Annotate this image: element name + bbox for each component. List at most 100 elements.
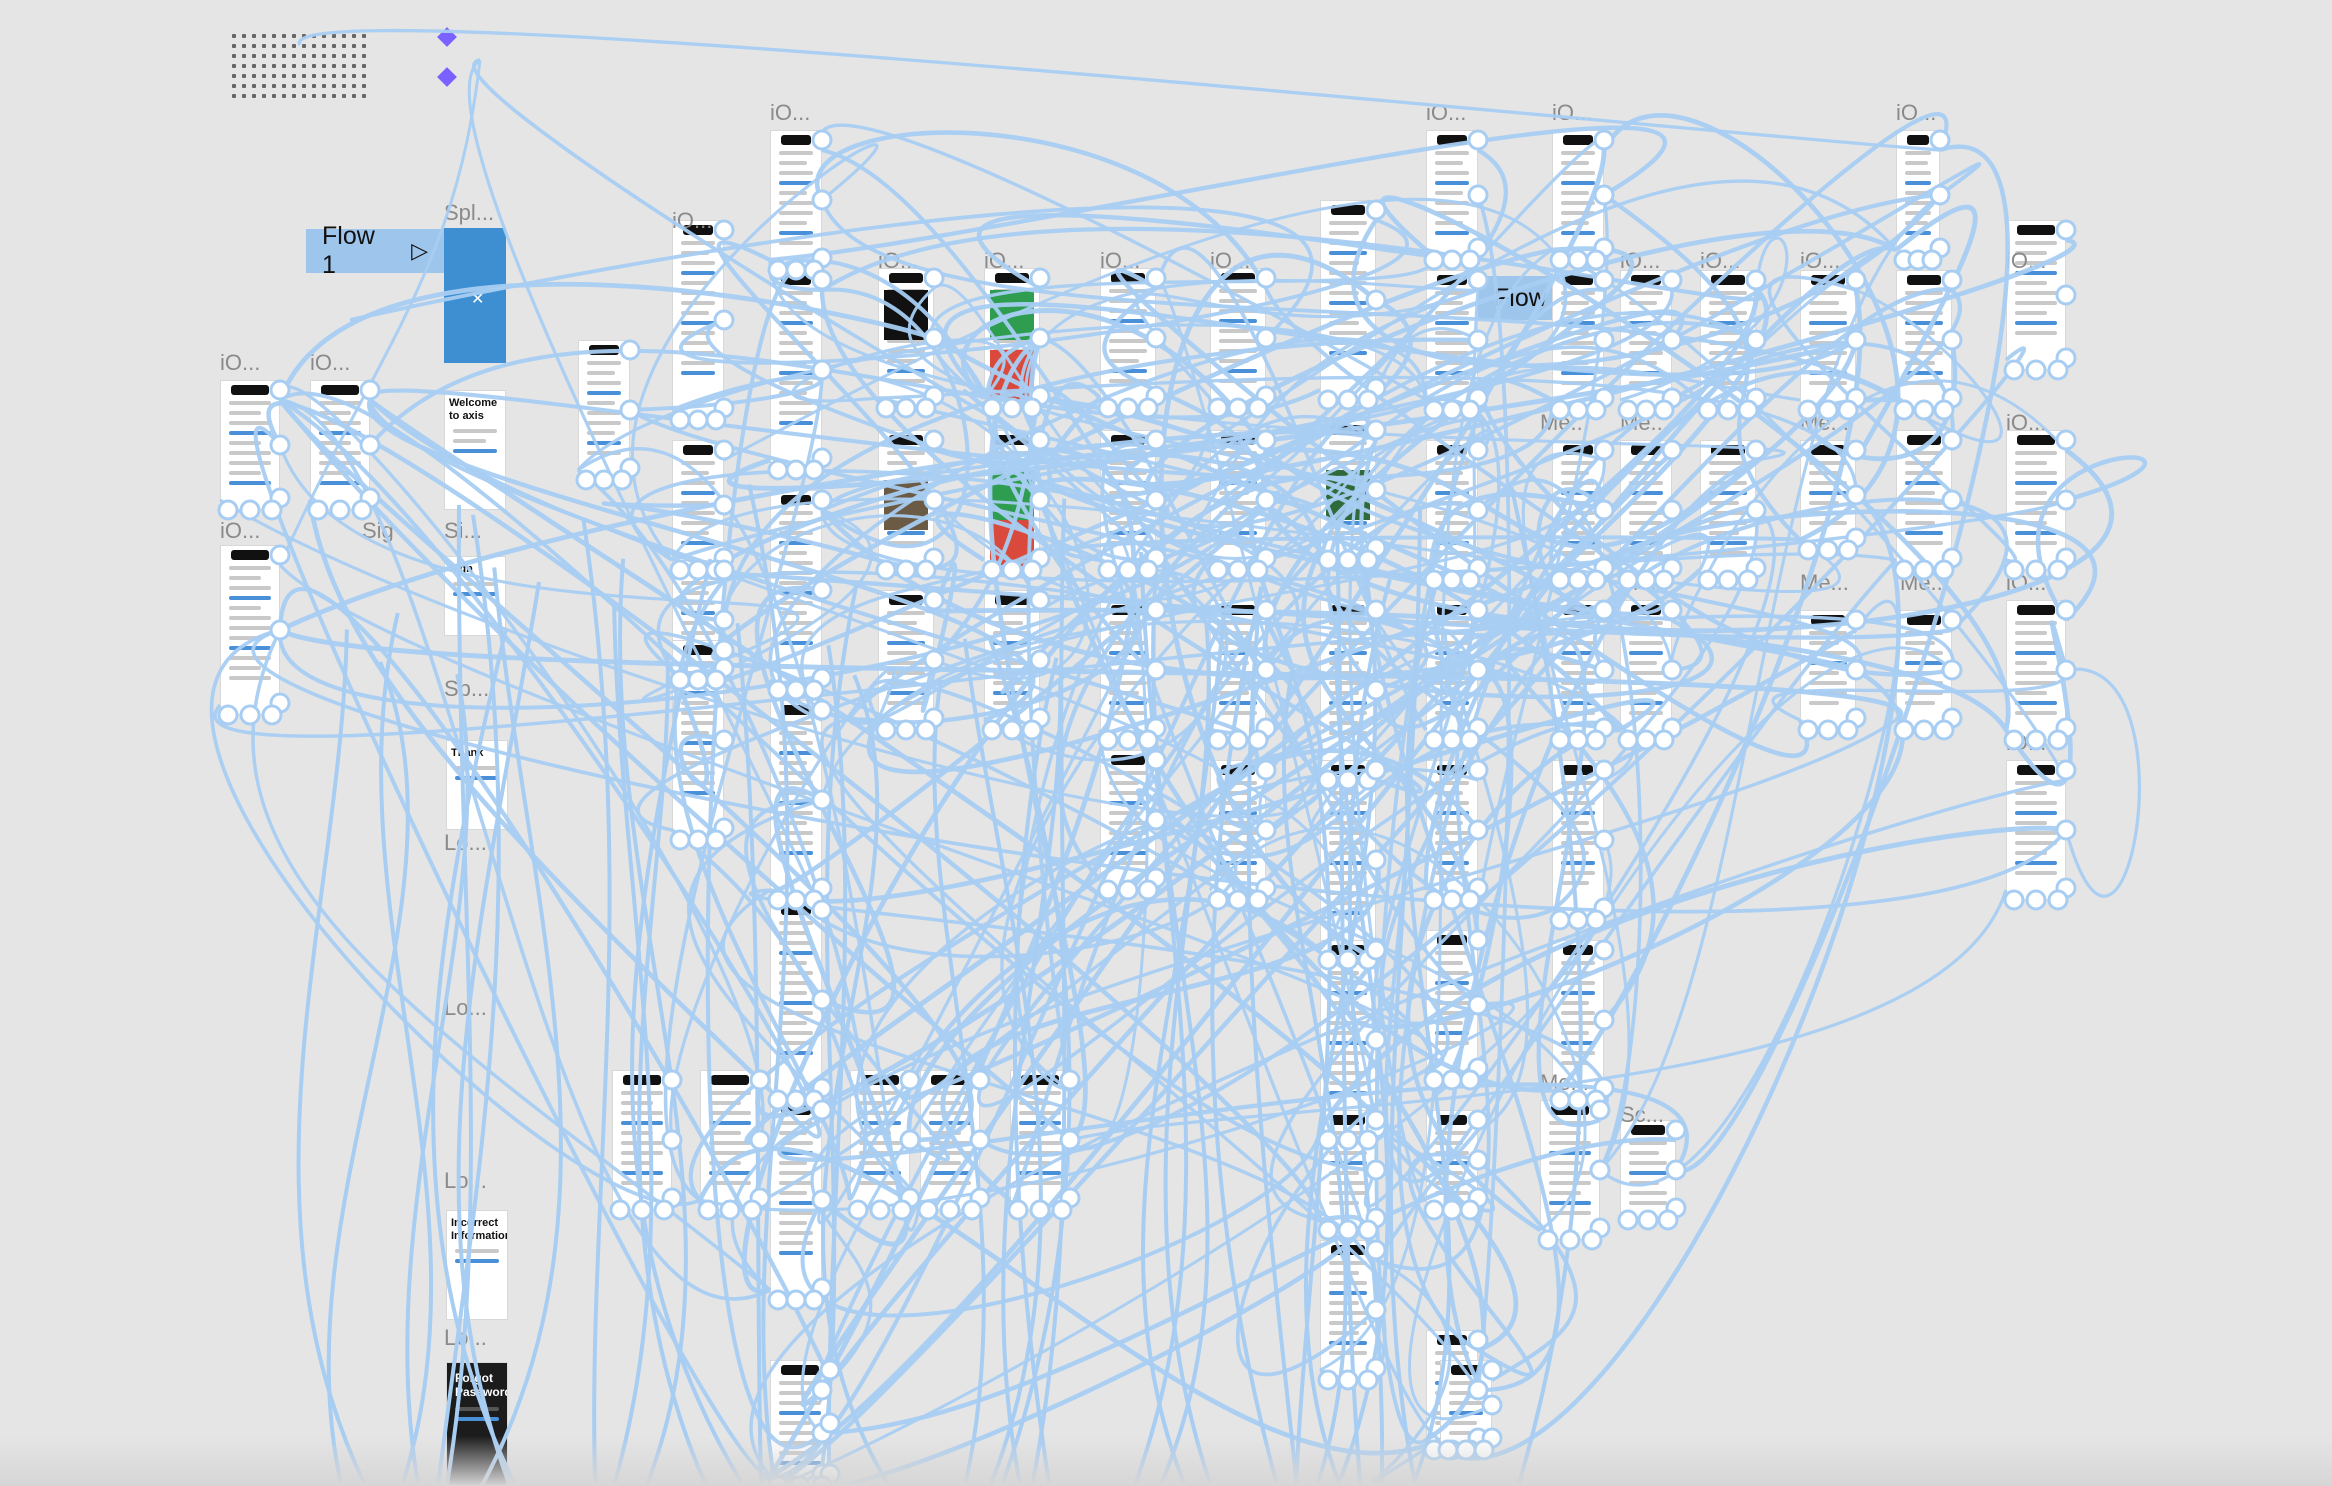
connector-line[interactable] [962, 638, 1043, 1486]
connector-line[interactable] [1028, 337, 1553, 1093]
connection-handle[interactable] [269, 434, 291, 456]
connection-handle[interactable] [981, 719, 1003, 741]
connection-handle[interactable] [1589, 1099, 1611, 1121]
connection-handle[interactable] [1137, 879, 1159, 901]
connection-handle[interactable] [1317, 1369, 1339, 1391]
connection-handle[interactable] [705, 409, 727, 431]
connection-handle[interactable] [217, 499, 239, 521]
connection-handle[interactable] [891, 1199, 913, 1221]
connection-handle[interactable] [1097, 729, 1119, 751]
connection-handle[interactable] [1255, 599, 1277, 621]
connection-handle[interactable] [1567, 1089, 1589, 1111]
connection-handle[interactable] [1593, 129, 1615, 151]
connection-handle[interactable] [1051, 1199, 1073, 1221]
connection-handle[interactable] [1665, 1119, 1687, 1141]
connection-handle[interactable] [969, 1069, 991, 1091]
connection-handle[interactable] [1207, 397, 1229, 419]
connection-handle[interactable] [785, 259, 807, 281]
connector-line[interactable] [1407, 1152, 1534, 1377]
connection-handle[interactable] [1459, 1069, 1481, 1091]
connection-handle[interactable] [1661, 659, 1683, 681]
frame-label[interactable]: Sp... [444, 676, 490, 701]
connection-handle[interactable] [593, 469, 615, 491]
connection-handle[interactable] [803, 1289, 825, 1311]
connection-handle[interactable] [1845, 609, 1867, 631]
connection-handle[interactable] [1117, 729, 1139, 751]
connection-handle[interactable] [1837, 719, 1859, 741]
connection-handle[interactable] [1227, 397, 1249, 419]
connector-line[interactable] [1013, 657, 1059, 1486]
connection-handle[interactable] [1617, 399, 1639, 421]
connector-line[interactable] [820, 717, 1480, 1391]
connection-handle[interactable] [2055, 659, 2077, 681]
connector-line[interactable] [278, 627, 1903, 723]
connector-line[interactable] [987, 636, 1072, 1486]
connection-handle[interactable] [359, 434, 381, 456]
connector-line[interactable] [1263, 448, 2114, 634]
connection-handle[interactable] [1467, 929, 1489, 951]
connection-handle[interactable] [2055, 429, 2077, 451]
connection-handle[interactable] [1317, 1219, 1339, 1241]
connection-handle[interactable] [1661, 439, 1683, 461]
connection-handle[interactable] [1617, 729, 1639, 751]
connection-handle[interactable] [1549, 569, 1571, 591]
connection-handle[interactable] [1737, 569, 1759, 591]
connector-line[interactable] [1246, 587, 1299, 1486]
connector-line[interactable] [960, 308, 1269, 452]
connection-handle[interactable] [1617, 569, 1639, 591]
connector-line[interactable] [669, 667, 896, 1141]
connector-line[interactable] [1619, 236, 1789, 402]
connection-handle[interactable] [1459, 569, 1481, 591]
connection-handle[interactable] [915, 559, 937, 581]
connection-handle[interactable] [1717, 399, 1739, 421]
connection-handle[interactable] [1021, 719, 1043, 741]
connection-handle[interactable] [811, 1099, 833, 1121]
connector-line[interactable] [1001, 679, 1063, 1486]
connection-handle[interactable] [2025, 559, 2047, 581]
connector-line[interactable] [2035, 455, 2148, 622]
connection-handle[interactable] [1137, 397, 1159, 419]
connector-line[interactable] [1303, 555, 1378, 1486]
frame-label[interactable]: iO... [1800, 248, 1841, 273]
connector-line[interactable] [1039, 336, 1480, 1007]
connection-handle[interactable] [687, 559, 709, 581]
connector-line[interactable] [877, 375, 1858, 496]
connection-handle[interactable] [1145, 489, 1167, 511]
connection-handle[interactable] [269, 544, 291, 566]
connection-handle[interactable] [1423, 1199, 1445, 1221]
connection-handle[interactable] [1255, 759, 1277, 781]
connector-line[interactable] [730, 718, 1897, 1292]
connection-handle[interactable] [713, 439, 735, 461]
connector-line[interactable] [307, 499, 772, 1092]
connection-handle[interactable] [1317, 1129, 1339, 1151]
connection-handle[interactable] [1593, 659, 1615, 681]
connection-handle[interactable] [1365, 759, 1387, 781]
connection-handle[interactable] [1357, 1219, 1379, 1241]
connection-handle[interactable] [1029, 649, 1051, 671]
connection-handle[interactable] [1585, 399, 1607, 421]
connection-handle[interactable] [1207, 729, 1229, 751]
connection-handle[interactable] [875, 397, 897, 419]
connection-handle[interactable] [1255, 327, 1277, 349]
connection-handle[interactable] [217, 704, 239, 726]
connector-line[interactable] [1397, 478, 1606, 1352]
connector-line[interactable] [815, 130, 1269, 290]
connection-handle[interactable] [1745, 499, 1767, 521]
connection-handle[interactable] [1893, 559, 1915, 581]
connector-line[interactable] [581, 518, 612, 1486]
connection-handle[interactable] [1247, 397, 1269, 419]
connector-line[interactable] [219, 498, 1324, 819]
connection-handle[interactable] [1567, 569, 1589, 591]
connection-handle[interactable] [2047, 559, 2069, 581]
connection-handle[interactable] [1593, 1009, 1615, 1031]
connector-line[interactable] [932, 679, 986, 1486]
connection-handle[interactable] [803, 679, 825, 701]
connector-line[interactable] [630, 143, 879, 562]
connector-line[interactable] [705, 318, 1664, 616]
connector-line[interactable] [296, 629, 368, 1486]
connection-handle[interactable] [1317, 389, 1339, 411]
connection-handle[interactable] [741, 1199, 763, 1221]
connection-handle[interactable] [1653, 729, 1675, 751]
connection-handle[interactable] [1137, 559, 1159, 581]
connector-line[interactable] [977, 112, 1949, 1091]
